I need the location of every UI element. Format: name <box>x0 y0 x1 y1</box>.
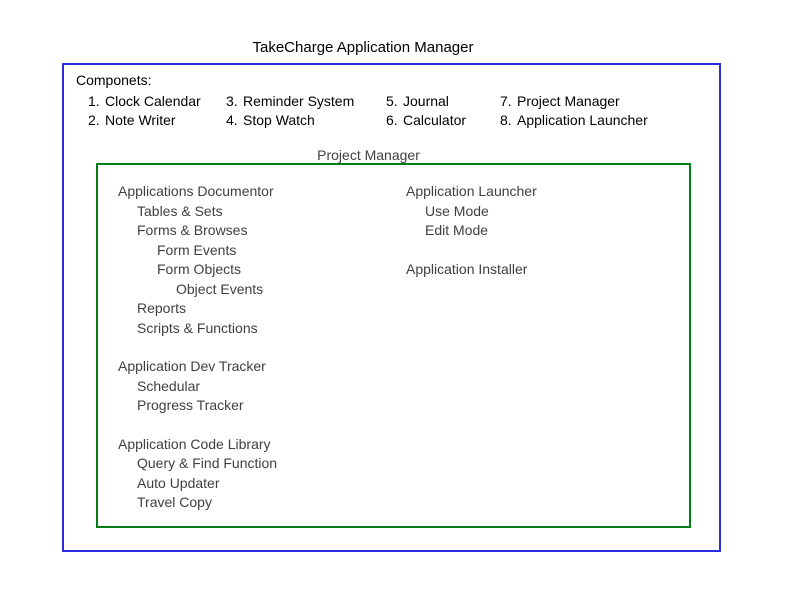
tree-item: Progress Tracker <box>137 397 244 413</box>
tree-item: Applications Documentor <box>118 183 274 199</box>
component-number: 2. <box>88 112 100 128</box>
component-item: 2. Note Writer <box>88 111 201 130</box>
component-number: 3. <box>226 93 238 109</box>
tree-item: Edit Mode <box>425 222 489 238</box>
tree-item: Application Installer <box>406 260 528 277</box>
component-number: 7. <box>500 93 512 109</box>
component-label: Project Manager <box>517 93 620 109</box>
components-column-1: 1. Clock Calendar 2. Note Writer <box>88 92 201 130</box>
component-label: Application Launcher <box>517 112 648 128</box>
tree-section: Applications Documentor Tables & Sets Fo… <box>118 182 277 338</box>
project-manager-title: Project Manager <box>317 147 420 163</box>
tree-item: Object Events <box>176 280 264 297</box>
component-item: 5. Journal <box>386 92 466 111</box>
tree-item: Forms & Browses <box>137 222 248 238</box>
tree-item: Form Objects <box>157 261 242 277</box>
component-label: Reminder System <box>243 93 355 109</box>
component-item: 3. Reminder System <box>226 92 354 111</box>
tree-item: Application Launcher <box>406 183 537 199</box>
project-manager-left-tree: Applications Documentor Tables & Sets Fo… <box>118 182 277 513</box>
component-label: Note Writer <box>105 112 176 128</box>
component-number: 4. <box>226 112 238 128</box>
project-manager-right-tree: Application Launcher Use Mode Edit Mode … <box>406 182 537 279</box>
components-box <box>62 63 721 552</box>
tree-item: Auto Updater <box>137 474 220 491</box>
tree-item: Schedular <box>137 377 201 394</box>
tree-item: Travel Copy <box>137 494 212 510</box>
tree-item: Scripts & Functions <box>137 319 258 336</box>
tree-section: Application Dev Tracker Schedular Progre… <box>118 357 277 416</box>
tree-item: Tables & Sets <box>137 202 223 219</box>
component-item: 4. Stop Watch <box>226 111 354 130</box>
component-number: 8. <box>500 112 512 128</box>
tree-item: Query & Find Function <box>137 455 278 471</box>
tree-item: Form Events <box>157 241 237 258</box>
component-number: 5. <box>386 93 398 109</box>
component-item: 1. Clock Calendar <box>88 92 201 111</box>
tree-item: Use Mode <box>425 202 489 219</box>
component-number: 6. <box>386 112 398 128</box>
tree-section: Application Installer <box>406 260 537 280</box>
component-label: Calculator <box>403 112 467 128</box>
component-item: 6. Calculator <box>386 111 466 130</box>
component-label: Stop Watch <box>243 112 315 128</box>
tree-item: Application Dev Tracker <box>118 358 266 374</box>
tree-section: Application Code Library Query & Find Fu… <box>118 435 277 513</box>
tree-item: Reports <box>137 300 187 316</box>
components-column-2: 3. Reminder System 4. Stop Watch <box>226 92 354 130</box>
tree-section: Application Launcher Use Mode Edit Mode <box>406 182 537 241</box>
component-label: Journal <box>403 93 449 109</box>
component-number: 1. <box>88 93 100 109</box>
components-label: Componets: <box>76 72 152 88</box>
component-item: 8. Application Launcher <box>500 111 648 130</box>
project-manager-box <box>96 163 691 528</box>
component-item: 7. Project Manager <box>500 92 648 111</box>
components-column-4: 7. Project Manager 8. Application Launcher <box>500 92 648 130</box>
tree-item: Application Code Library <box>118 435 271 452</box>
page-title: TakeCharge Application Manager <box>252 39 474 56</box>
components-column-3: 5. Journal 6. Calculator <box>386 92 466 130</box>
component-label: Clock Calendar <box>105 93 201 109</box>
